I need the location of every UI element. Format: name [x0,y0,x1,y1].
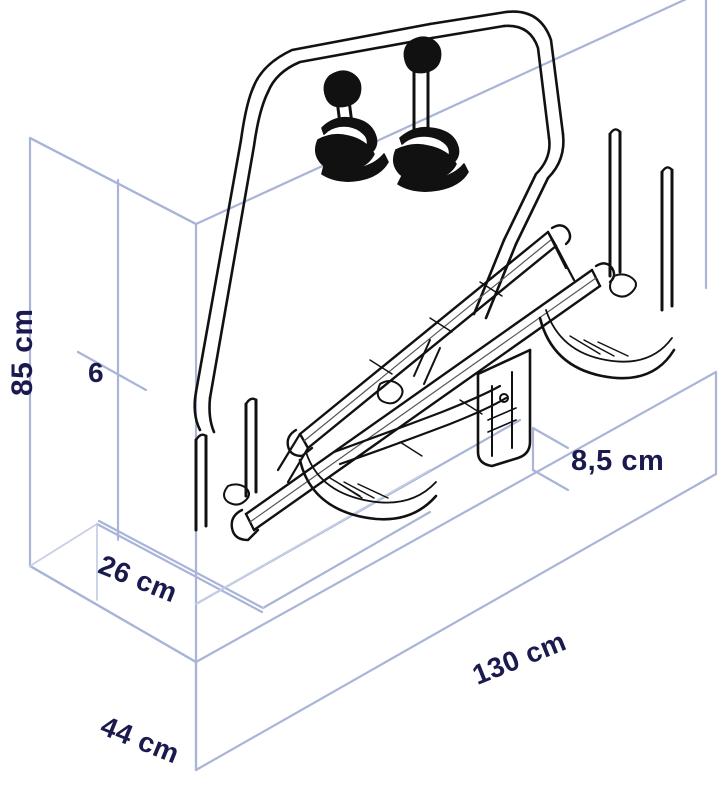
dimension-label-height-rail: 6 [88,357,105,388]
dimension-label-depth-offset: 8,5 cm [571,445,665,477]
dimension-label-height-total: 85 cm [6,308,39,396]
